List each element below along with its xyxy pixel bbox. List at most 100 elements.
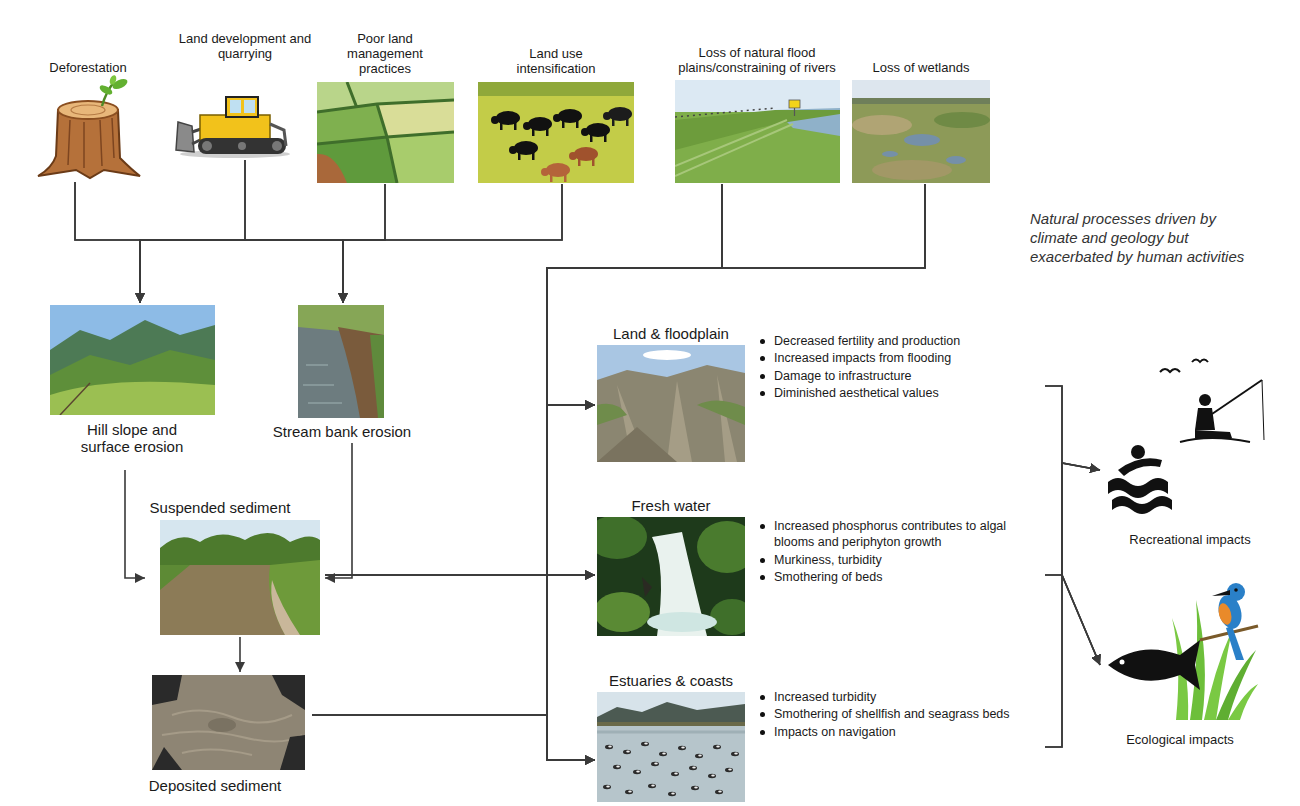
bulldozer-icon-part <box>230 100 241 113</box>
ecology-icon <box>1108 583 1258 720</box>
connector-arrow <box>325 443 352 578</box>
waterfall-photo <box>587 515 757 636</box>
stopbank-photo <box>675 80 840 183</box>
node-caption: Ecological impacts <box>1095 733 1265 748</box>
stump-icon <box>38 74 140 178</box>
river-photo <box>160 520 320 635</box>
ecology-icon-part <box>1234 588 1238 592</box>
connector-arrow <box>547 184 925 760</box>
bulldozer-icon <box>176 97 290 158</box>
recreation-icon-part <box>1195 430 1232 438</box>
river-photo-part <box>160 533 320 565</box>
bulldozer-icon-part <box>244 100 255 113</box>
waterfall-photo-part <box>710 599 754 635</box>
cattle-photo-part <box>553 109 582 128</box>
connector-arrow <box>1045 463 1100 575</box>
estuary-photo <box>597 692 745 802</box>
estuary-photo-part <box>613 765 621 769</box>
stopbank-photo-part <box>675 110 840 150</box>
estuary-photo-part <box>695 754 703 758</box>
bulldozer-icon-part <box>202 141 212 151</box>
process-node: Recreational impacts <box>1100 355 1285 553</box>
estuary-photo-part <box>708 774 716 778</box>
connector-arrow <box>312 405 595 715</box>
estuary-photo-part <box>651 762 659 766</box>
river-photo-part <box>160 520 320 635</box>
bullet-text: Increased turbidity <box>757 689 1040 705</box>
connector-arrow <box>1045 575 1100 665</box>
bullet-text: Murkiness, turbidity <box>757 552 1040 568</box>
stump-icon-part <box>98 83 114 96</box>
streambank-photo-part <box>370 335 384 418</box>
eroded-hills-photo-part <box>597 345 745 462</box>
eroded-hills-photo-part <box>597 400 745 425</box>
stopbank-photo-part <box>675 80 840 183</box>
wetland-photo-part <box>882 151 898 157</box>
connector-arrow <box>75 182 140 303</box>
cattle-photo-part <box>581 123 610 142</box>
connector-arrow <box>140 184 562 303</box>
cattle-photo-part <box>541 163 570 182</box>
node-caption: Suspended sediment <box>145 499 295 516</box>
node-caption: Land use intensification <box>496 47 616 77</box>
hill-photo-part <box>50 320 215 415</box>
estuary-photo-part <box>597 722 745 726</box>
hill-photo-part <box>50 350 215 415</box>
ecology-icon-part <box>1228 684 1258 720</box>
node-caption: Hill slope and surface erosion <box>62 421 202 456</box>
recreation-icon-part <box>1180 438 1250 442</box>
connector-arrow <box>140 160 245 303</box>
waterfall-photo-part <box>697 521 757 573</box>
wetland-photo <box>852 80 990 183</box>
recreation-icon-part <box>1160 360 1208 373</box>
estuary-photo-part <box>691 786 699 790</box>
recreation-icon-part <box>1112 496 1172 514</box>
recreation-icon-part <box>1118 458 1162 476</box>
process-node: Deforestation <box>25 10 153 182</box>
mud-photo <box>152 675 305 770</box>
bulldozer-icon-part <box>198 138 286 154</box>
bullet-text: Increased phosphorus contributes to alga… <box>757 518 1040 551</box>
bullet-text: Smothering of beds <box>757 569 1040 585</box>
process-node: Estuaries & coastsIncreased turbiditySmo… <box>595 664 1045 804</box>
node-caption: Land & floodplain <box>596 325 746 342</box>
process-node: Suspended sediment <box>145 484 325 637</box>
connector-arrow <box>547 184 722 575</box>
node-caption: Deforestation <box>26 61 151 76</box>
estuary-photo-part <box>731 752 739 756</box>
bulldozer-icon-part <box>238 142 246 150</box>
connector-arrow <box>1045 386 1100 470</box>
wetland-photo-part <box>852 80 990 98</box>
bullet-text: Impacts on navigation <box>757 724 1040 740</box>
estuary-photo-part <box>625 790 633 794</box>
fields-photo <box>317 82 454 183</box>
cattle-photo-part <box>603 107 632 126</box>
waterfall-photo-part <box>587 515 647 559</box>
mud-photo-part <box>152 675 182 705</box>
node-caption: Estuaries & coasts <box>596 672 746 689</box>
mud-photo-part <box>208 718 236 732</box>
bulldozer-icon-part <box>176 122 194 152</box>
estuary-photo-part <box>715 790 723 794</box>
hill-photo <box>50 305 215 415</box>
ecology-icon-part <box>1226 626 1244 660</box>
mud-photo-part <box>280 735 305 770</box>
stump-icon-part <box>108 74 117 85</box>
process-node: Loss of wetlands <box>850 10 995 184</box>
process-node: Land development and quarrying <box>170 10 320 160</box>
mud-photo-part <box>152 675 305 770</box>
cattle-photo <box>478 82 634 183</box>
wetland-photo-part <box>946 156 966 164</box>
recreation-icon-part <box>1262 380 1264 440</box>
recreation-icon <box>1108 360 1264 515</box>
estuary-photo-part <box>659 752 667 756</box>
recreation-icon-part <box>1131 445 1145 459</box>
connector-arrow <box>125 470 145 578</box>
mud-photo-part <box>272 675 305 710</box>
estuary-photo-part <box>725 768 733 772</box>
process-node: Ecological impacts <box>1100 578 1285 758</box>
ecology-icon-part <box>1216 602 1233 626</box>
estuary-photo-part <box>603 785 611 789</box>
process-node: Land & floodplainDecreased fertility and… <box>595 318 1045 464</box>
stopbank-photo-part <box>675 108 775 117</box>
